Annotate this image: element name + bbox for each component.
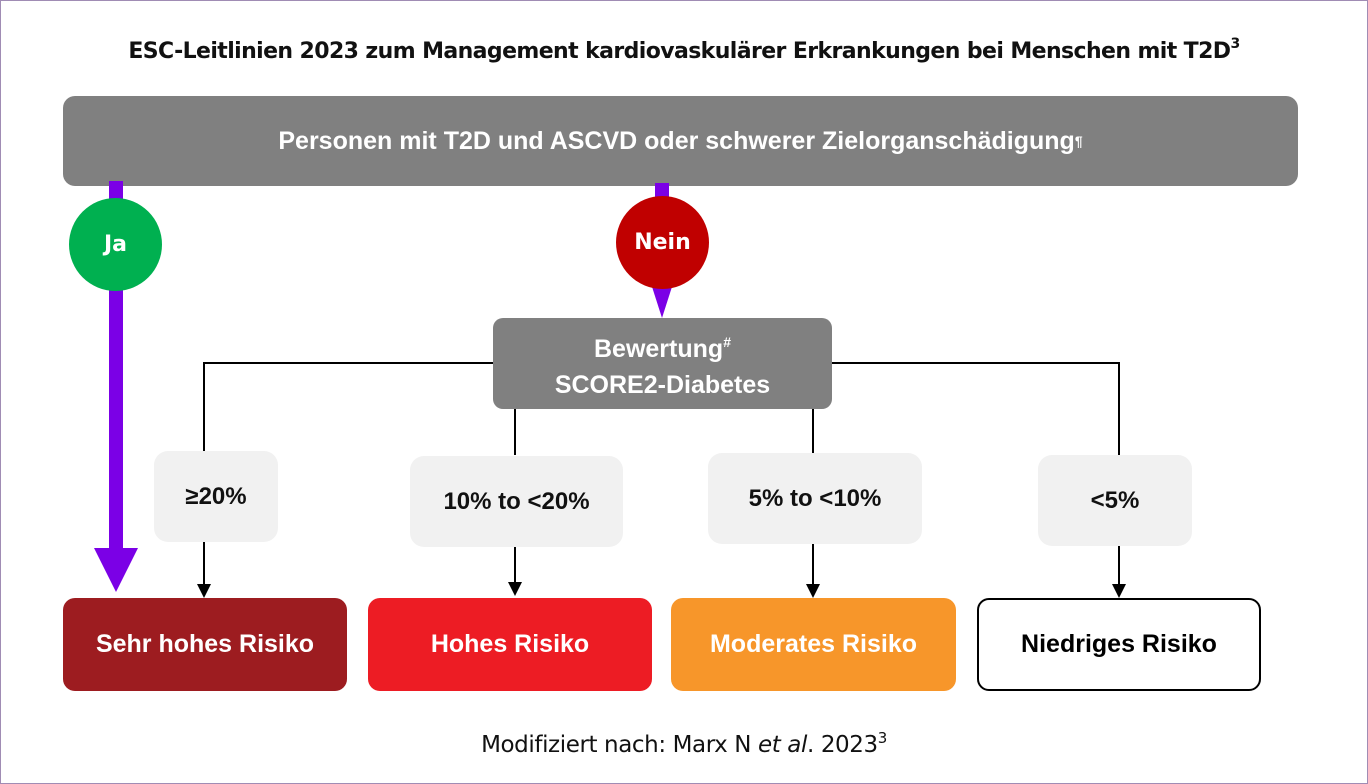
citation-superscript: 3 xyxy=(877,729,888,747)
category-box-2: 10% to <20% xyxy=(410,456,623,547)
yes-label: Ja xyxy=(103,232,128,257)
no-label: Nein xyxy=(634,230,691,255)
citation-italic: et al xyxy=(758,732,807,758)
population-box: Personen mit T2D und ASCVD oder schwerer… xyxy=(63,96,1298,186)
assessment-title: Bewertung xyxy=(594,335,724,363)
branch-line-4 xyxy=(1118,362,1120,455)
source-citation: Modifiziert nach: Marx N et al. 20233 xyxy=(0,729,1368,758)
population-text: Personen mit T2D und ASCVD oder schwerer… xyxy=(278,126,1075,155)
diagram-title: ESC-Leitlinien 2023 zum Management kardi… xyxy=(0,36,1368,64)
assessment-score-name: SCORE2-Diabetes xyxy=(554,371,771,399)
population-superscript: ¶ xyxy=(1074,133,1083,149)
category-box-3: 5% to <10% xyxy=(708,453,922,544)
category-label: <5% xyxy=(1090,486,1140,514)
risk-label: Moderates Risiko xyxy=(709,630,917,658)
down-arrow-icon-2 xyxy=(508,582,522,596)
down-line-3 xyxy=(812,544,814,586)
down-line-4 xyxy=(1118,546,1120,586)
assessment-line1: Bewertung# xyxy=(594,324,731,367)
category-label: ≥20% xyxy=(185,482,247,510)
category-label: 5% to <10% xyxy=(748,484,882,512)
citation-prefix: Modifiziert nach: Marx N xyxy=(481,732,759,758)
down-arrow-icon-3 xyxy=(806,584,820,598)
risk-label: Sehr hohes Risiko xyxy=(95,630,315,658)
risk-label: Niedriges Risiko xyxy=(1021,630,1217,658)
down-arrow-icon-4 xyxy=(1112,584,1126,598)
down-line-2 xyxy=(514,547,516,584)
branch-line-2 xyxy=(514,409,516,455)
citation-suffix: . 2023 xyxy=(807,732,878,758)
category-box-4: <5% xyxy=(1038,455,1192,546)
risk-box-very-high: Sehr hohes Risiko xyxy=(63,598,347,691)
risk-box-high: Hohes Risiko xyxy=(368,598,652,691)
down-arrow-icon-1 xyxy=(197,584,211,598)
title-text: ESC-Leitlinien 2023 zum Management kardi… xyxy=(128,39,1231,64)
risk-box-low: Niedriges Risiko xyxy=(977,598,1261,691)
category-label: 10% to <20% xyxy=(443,487,590,515)
risk-box-moderate: Moderates Risiko xyxy=(671,598,956,691)
yes-arrowhead-icon xyxy=(94,548,138,592)
assessment-box: Bewertung# SCORE2-Diabetes xyxy=(493,318,832,409)
category-box-1: ≥20% xyxy=(154,451,278,542)
yes-decision-badge: Ja xyxy=(69,198,162,291)
assessment-superscript: # xyxy=(723,334,731,350)
yes-path-bar xyxy=(109,280,123,550)
branch-line-3 xyxy=(812,409,814,454)
branch-line-1 xyxy=(203,362,205,454)
title-superscript: 3 xyxy=(1230,36,1240,52)
no-decision-badge: Nein xyxy=(616,196,709,289)
risk-label: Hohes Risiko xyxy=(430,630,590,658)
down-line-1 xyxy=(203,542,205,586)
